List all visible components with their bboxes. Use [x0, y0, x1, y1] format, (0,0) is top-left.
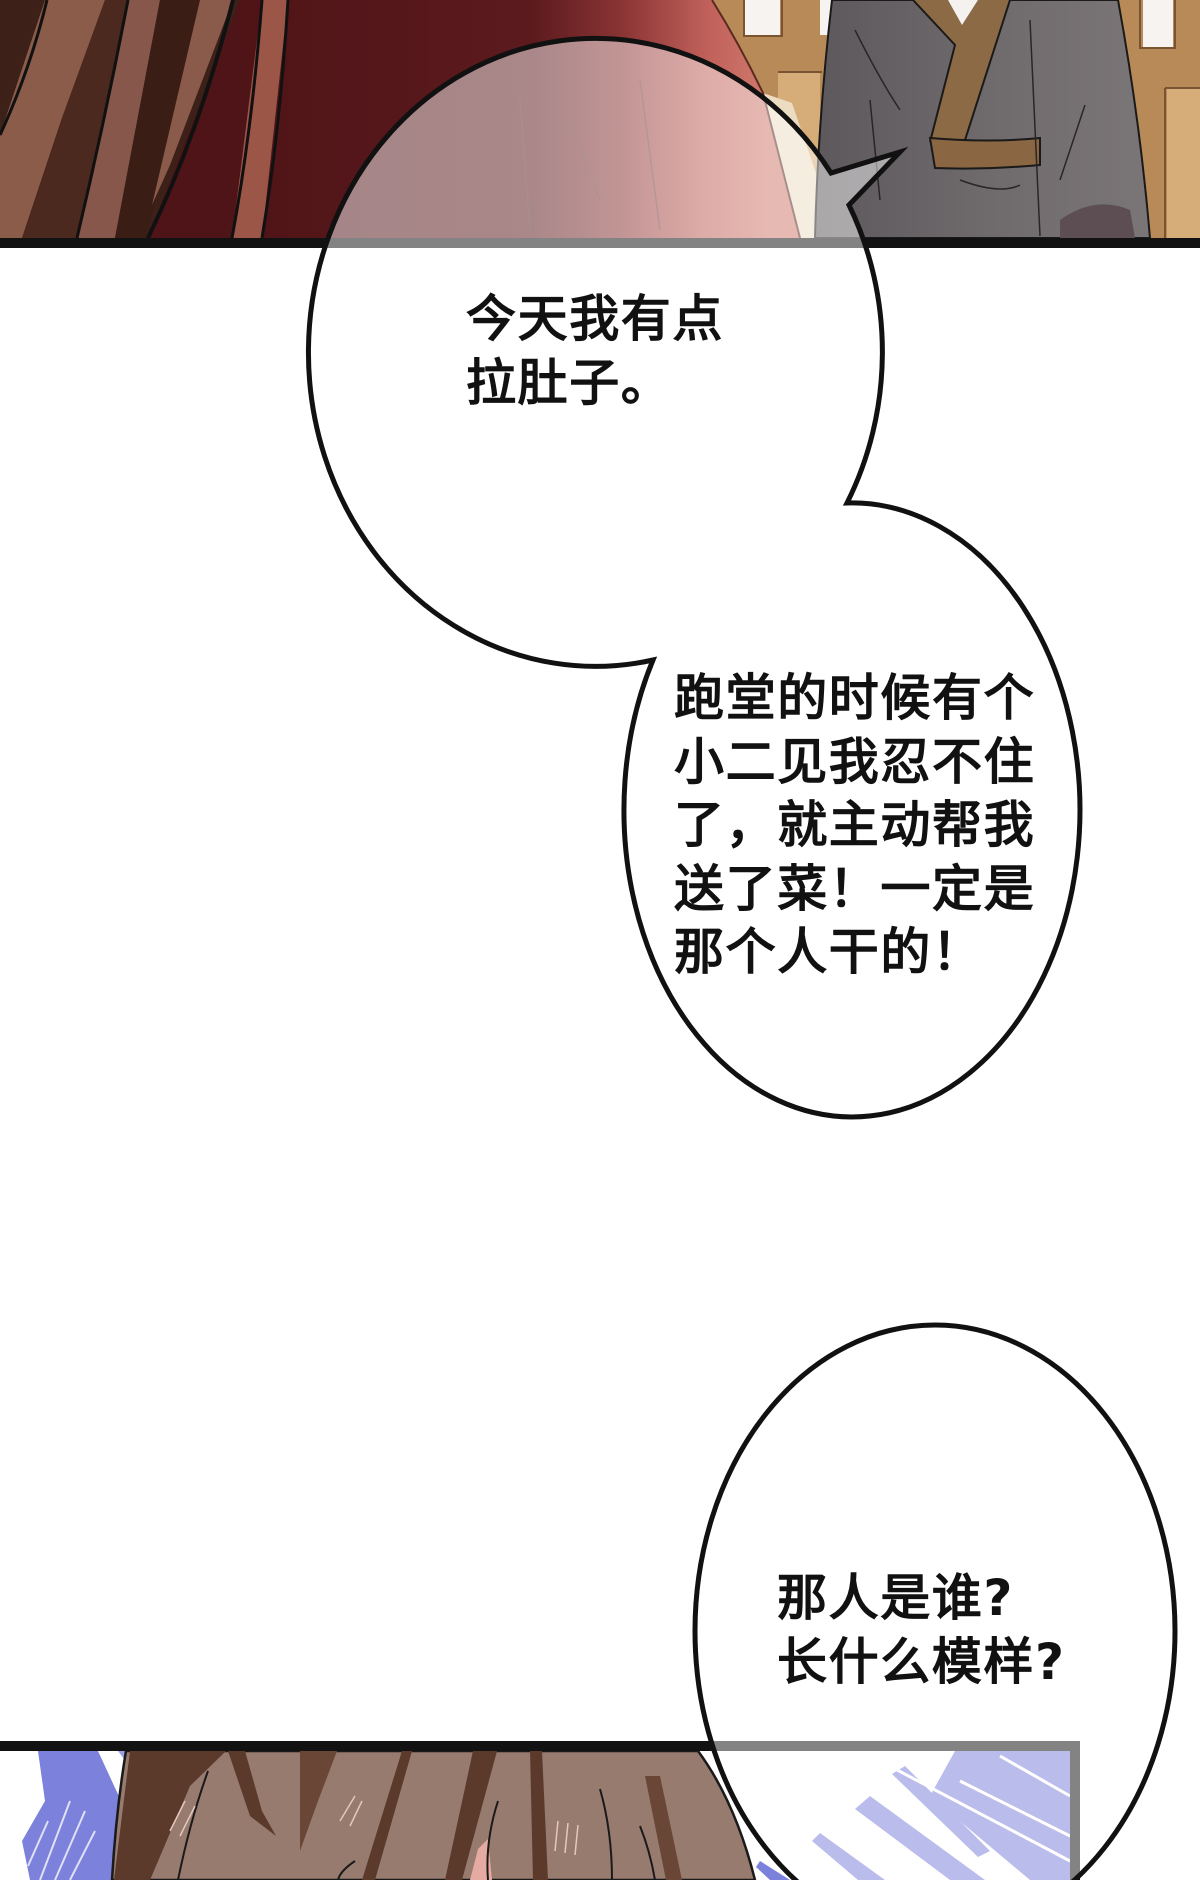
- bottom-panel: [0, 1741, 1080, 1880]
- dialogue-line: 长什么模样?: [777, 1632, 1066, 1691]
- curtain-dark-band: [115, 0, 200, 238]
- robe-edge-line: [711, 0, 801, 239]
- lattice-lines: [743, 0, 1200, 238]
- speed-line-block: [812, 1833, 885, 1880]
- robe-shadow: [1060, 204, 1135, 238]
- hair-strand-dark: [362, 1751, 412, 1880]
- robe-fold-lines: [519, 79, 661, 231]
- gray-robe-figure: [813, 0, 1152, 239]
- speed-line-block: [756, 1861, 790, 1880]
- dialogue-line: 拉肚子。: [466, 353, 673, 412]
- red-robe-figure: [148, 0, 838, 239]
- curtain-light-band: [0, 0, 105, 238]
- bottom-panel-border-top: [0, 1741, 1080, 1751]
- robe-stripe: [232, 0, 288, 238]
- curtain-mid-band: [22, 0, 128, 238]
- speed-line-strokes: [879, 1754, 1071, 1880]
- top-panel-illustration: [0, 0, 1200, 248]
- dialogue-line: 了，就主动帮我: [674, 796, 1036, 854]
- top-panel: [0, 0, 1200, 248]
- dialogue-line: 今天我有点: [466, 290, 724, 348]
- hair-strand-dark: [228, 1751, 276, 1836]
- hair-strand-dark: [645, 1776, 682, 1880]
- hair-strand-dark: [114, 1751, 226, 1880]
- lattice-window: [1143, 0, 1173, 47]
- hair-strand-dark: [445, 1751, 497, 1880]
- dialogue-line: 小二见我忍不住: [674, 732, 1036, 791]
- top-panel-border: [0, 238, 1200, 248]
- speech-bubble-1-text: 今天我有点 拉肚子。: [466, 288, 724, 415]
- robe-collar-sash: [913, 0, 1010, 142]
- sash-lines: [912, 0, 1011, 143]
- character-hair: [110, 1749, 757, 1880]
- lattice-panel: [1167, 88, 1200, 238]
- dialogue-line: 那个人干的！: [674, 923, 984, 981]
- curtain-light-band: [152, 0, 233, 205]
- bottom-panel-border-right: [1070, 1741, 1080, 1880]
- speech-bubble-3-text: 那人是谁? 长什么模样?: [777, 1567, 1066, 1694]
- dialogue-line: 跑堂的时候有个: [674, 669, 1036, 727]
- lattice-window: [745, 0, 780, 35]
- red-robe: [148, 0, 800, 238]
- curtain-edge-line: [146, 0, 235, 239]
- hair-strand-dark: [300, 1751, 337, 1851]
- bottom-panel-illustration: [0, 1741, 1080, 1880]
- hair-base: [110, 1749, 757, 1880]
- hair-strand-dark: [530, 1751, 548, 1880]
- speed-line-block: [892, 1766, 990, 1857]
- robe-belt: [928, 136, 1041, 170]
- speech-bubble-3: [692, 1322, 1178, 1880]
- speech-bubble-2-text: 跑堂的时候有个 小二见我忍不住 了，就主动帮我 送了菜！一定是 那个人干的！: [674, 667, 1035, 985]
- robe-white-collar: [948, 0, 978, 25]
- speech-bubble-1-and-2-merged-with-tail: [305, 35, 1083, 1120]
- speed-line-block: [855, 1796, 985, 1880]
- speed-line-block: [22, 1751, 126, 1880]
- hair-highlights: [169, 1795, 579, 1856]
- speed-lines-right: [756, 1751, 1071, 1880]
- curtain-lines: [0, 0, 130, 239]
- robe-stripe-lines: [230, 0, 290, 239]
- dialogue-line: 送了菜！一定是: [674, 859, 1036, 918]
- speed-line-strokes: [27, 1800, 96, 1880]
- dialogue-line: 那人是谁?: [777, 1569, 1015, 1627]
- hair-strand-lines: [177, 1770, 656, 1880]
- curtain-stripes: [0, 0, 240, 239]
- robe-fold-lines: [854, 19, 1086, 237]
- curtain-light-band: [78, 0, 160, 238]
